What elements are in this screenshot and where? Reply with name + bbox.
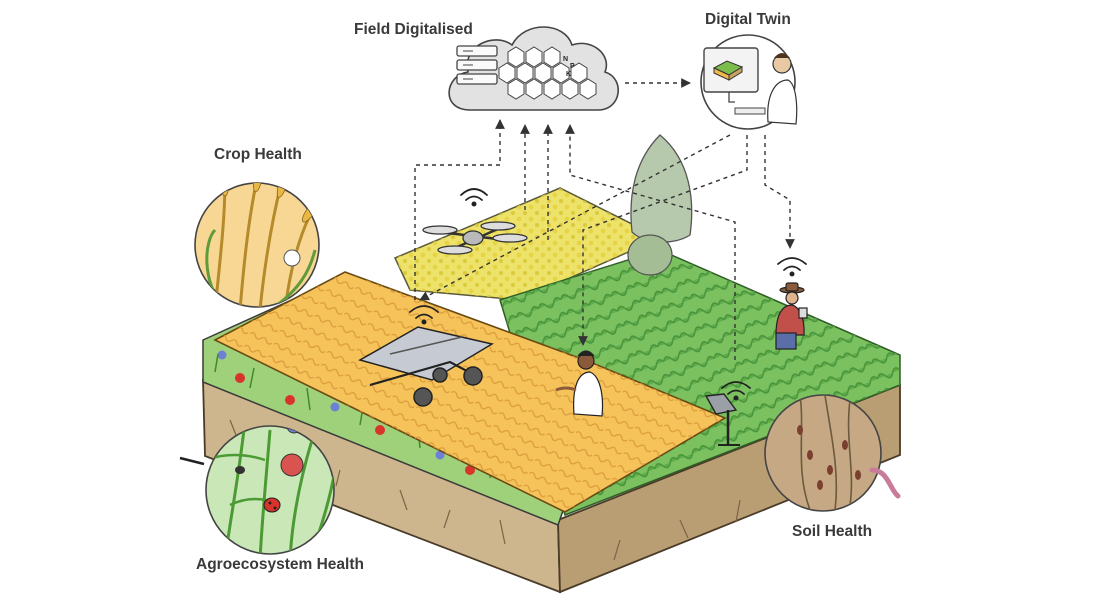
weather-station-icon <box>704 393 740 446</box>
nutrient-k: K <box>566 71 571 78</box>
crop-health-label: Crop Health <box>214 146 302 163</box>
soil-health-label: Soil Health <box>792 523 873 540</box>
wheat-field <box>213 271 727 513</box>
wifi-icon <box>777 257 807 277</box>
wifi-icon <box>460 188 488 207</box>
drone-icon <box>422 221 528 255</box>
crop-health-vignette <box>194 182 320 308</box>
farmer-icon <box>775 282 808 350</box>
canola-field <box>393 187 662 301</box>
server-icon <box>456 45 498 85</box>
scientist-icon <box>555 350 604 417</box>
computer-icon <box>703 47 766 115</box>
solar-robot-icon <box>358 326 494 407</box>
cloud-icon: N P K <box>448 26 620 111</box>
nutrient-p: P <box>570 63 575 70</box>
field-digitalised-label: Field Digitalised <box>354 21 473 38</box>
earthworm-icon <box>869 467 901 499</box>
soil-health-vignette <box>764 394 901 512</box>
digital-twin-label: Digital Twin <box>705 11 791 28</box>
nutrient-n: N <box>563 56 568 63</box>
wifi-icon <box>409 305 439 325</box>
ladybug-icon <box>263 497 281 513</box>
agroecosystem-vignette <box>179 425 335 555</box>
digital-twin-vignette <box>700 34 798 130</box>
tree-icon <box>627 134 693 276</box>
data-flow-arrows <box>414 78 795 360</box>
agroecosystem-health-label: Agroecosystem Health <box>196 556 364 573</box>
wifi-icon <box>721 381 751 401</box>
analyst-icon <box>767 53 798 125</box>
